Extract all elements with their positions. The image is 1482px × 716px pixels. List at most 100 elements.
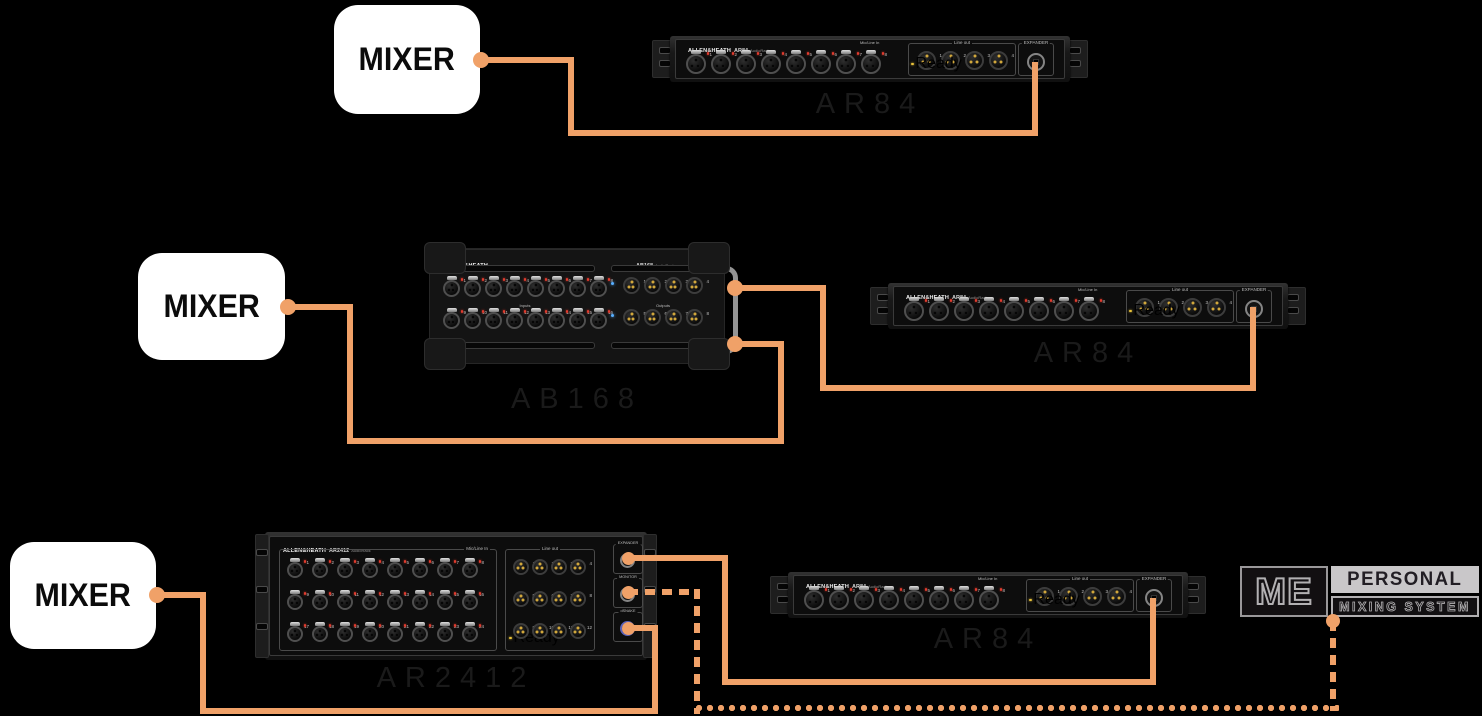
output-connector-cell: 7 — [551, 591, 573, 607]
xlr-pin — [1115, 590, 1118, 594]
xlr-hole — [418, 565, 422, 569]
xlr-latch — [866, 50, 876, 54]
mixer-label: MIXER — [163, 288, 260, 324]
xlr-hole — [493, 320, 497, 324]
connector-number: 3 — [1205, 300, 1208, 305]
xlr-female-connector — [1004, 301, 1024, 321]
xlr-female-connector — [462, 562, 478, 578]
xlr-male-connector — [1083, 587, 1102, 606]
xlr-hole — [531, 320, 534, 324]
xlr-female-connector — [312, 594, 328, 610]
input-connector-cell: 5 — [387, 558, 409, 578]
xlr-hole — [865, 64, 869, 68]
xlr-hole — [846, 64, 850, 68]
line-out-label: Line out — [951, 40, 973, 46]
xlr-pin — [1045, 596, 1049, 600]
phantom-led — [586, 310, 589, 313]
xlr-latch — [440, 622, 450, 626]
input-connector-cell: 6 — [1029, 297, 1055, 321]
connector-number: 7 — [1077, 299, 1080, 304]
xlr-hole — [345, 601, 349, 605]
xlr-female-connector — [337, 594, 353, 610]
output-connector-cell: 8 — [570, 591, 592, 607]
xlr-latch — [509, 308, 520, 312]
input-connector-cell: 1 — [443, 276, 466, 297]
connector-number: 9 — [463, 310, 466, 315]
connector-number: 4 — [1002, 299, 1005, 304]
phantom-led — [403, 560, 406, 563]
xlr-female-connector — [804, 590, 824, 610]
input-connector-cell: 5 — [904, 586, 930, 610]
phantom-led — [999, 299, 1002, 302]
xlr-hole — [493, 288, 497, 292]
phantom-led — [523, 278, 526, 281]
connector-number: 16 — [607, 310, 613, 315]
xlr-pin — [975, 60, 979, 64]
xlr-hole — [534, 283, 537, 287]
input-connector-cell: 2 — [829, 586, 855, 610]
cable-segment — [481, 57, 574, 63]
output-connector-cell: 2 — [644, 277, 667, 294]
brand-name: ALLEN&HEATH — [283, 548, 327, 554]
xlr-hole — [769, 58, 773, 62]
ready-led — [1129, 309, 1132, 313]
xlr-latch — [340, 590, 350, 594]
input-connector-cell: 1 — [287, 558, 309, 578]
xlr-female-connector — [362, 626, 378, 642]
xlr-latch — [446, 276, 457, 280]
phantom-led — [781, 52, 784, 55]
expander-label: EXPANDER — [1239, 287, 1269, 293]
xlr-female-connector — [312, 626, 328, 642]
xlr-female-connector — [861, 54, 881, 74]
phantom-led — [378, 624, 381, 627]
xlr-hole — [320, 633, 324, 637]
xlr-female-connector — [711, 54, 731, 74]
xlr-pin — [573, 630, 577, 634]
xlr-latch — [530, 276, 541, 280]
output-connector-cell: 9 — [513, 623, 535, 639]
xlr-male-connector — [1207, 298, 1226, 317]
xlr-female-connector — [462, 594, 478, 610]
xlr-hole — [1014, 311, 1018, 315]
xlr-hole — [531, 288, 534, 292]
xlr-hole — [964, 600, 968, 604]
connector-number: 24 — [478, 624, 484, 629]
connector-number: 1 — [463, 278, 466, 283]
xlr-latch — [315, 590, 325, 594]
xlr-hole — [343, 565, 347, 569]
connector-number: 10 — [328, 592, 334, 597]
me-logo-box: ME — [1240, 566, 1328, 617]
xlr-hole — [744, 58, 748, 62]
xlr-pin — [669, 285, 672, 289]
xlr-hole — [365, 601, 369, 605]
xlr-pin — [693, 280, 696, 284]
xlr-hole — [914, 600, 918, 604]
xlr-latch — [440, 590, 450, 594]
input-connector-cell: 1 — [904, 297, 930, 321]
phantom-led — [403, 624, 406, 627]
xlr-latch — [551, 308, 562, 312]
xlr-hole — [340, 633, 344, 637]
xlr-hole — [370, 633, 374, 637]
me-logo-text: PERSONAL MIXING SYSTEM — [1331, 566, 1479, 617]
expander-label: EXPANDER — [1021, 40, 1051, 46]
xlr-latch — [572, 308, 583, 312]
phantom-led — [303, 592, 306, 595]
xlr-pin — [554, 630, 558, 634]
cable-segment — [628, 625, 658, 631]
xlr-latch — [1034, 297, 1044, 301]
phantom-led — [460, 278, 463, 281]
xlr-latch — [593, 308, 604, 312]
connector-number: 6 — [952, 588, 955, 593]
phantom-led — [328, 560, 331, 563]
output-connector-cell: 11 — [551, 623, 573, 639]
xlr-latch — [467, 308, 478, 312]
xlr-hole — [746, 64, 750, 68]
ready-led — [509, 636, 512, 640]
xlr-female-connector — [485, 280, 502, 297]
connector-number: 8 — [884, 52, 887, 57]
